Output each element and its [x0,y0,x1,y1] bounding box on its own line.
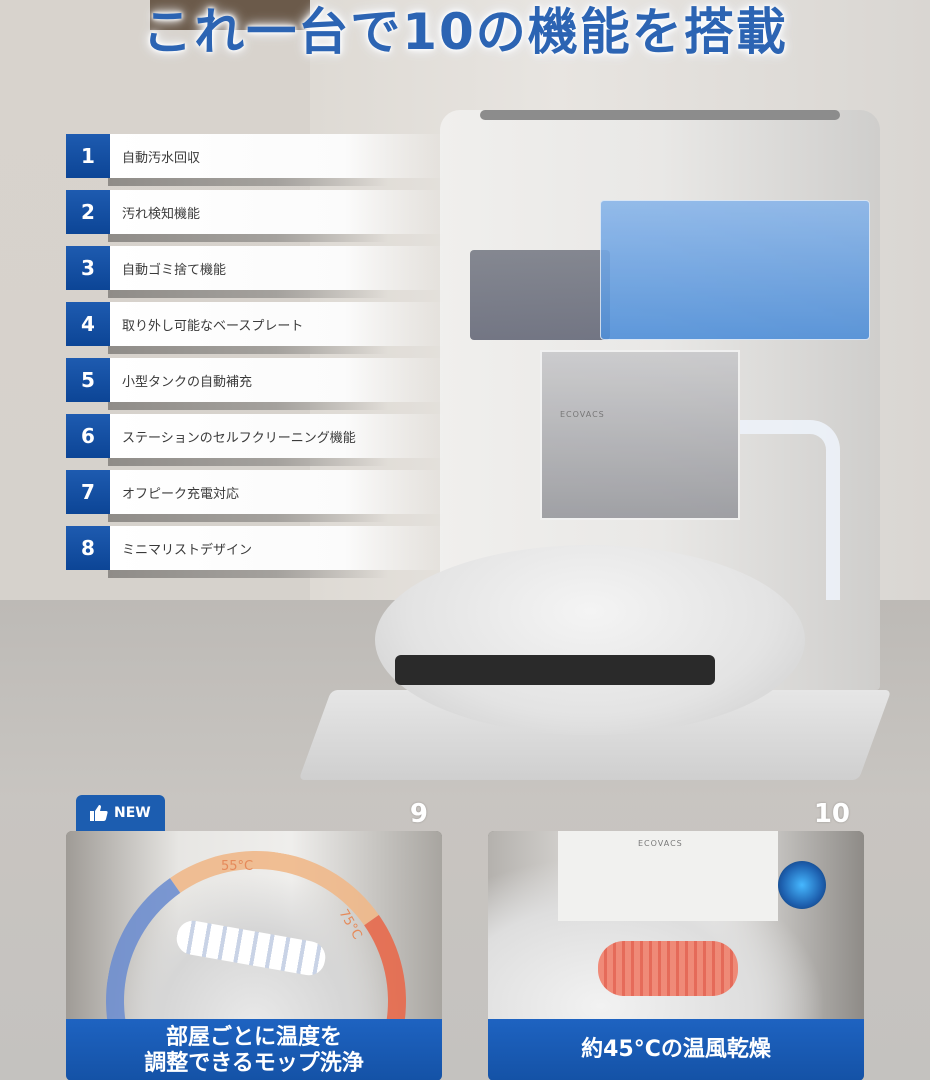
feature-item-3: 3 自動ゴミ捨て機能 [66,246,446,298]
thumbs-up-icon [90,805,108,821]
background-furniture [150,0,310,30]
feature-item-5: 5 小型タンクの自動補充 [66,358,446,410]
feature-item-2: 2 汚れ検知機能 [66,190,446,242]
feature-label: 自動ゴミ捨て機能 [110,246,446,290]
feature-item-4: 4 取り外し可能なベースプレート [66,302,446,354]
small-tank [540,350,740,520]
robot-bumper [395,655,715,685]
feature-item-6: 6 ステーションのセルフクリーニング機能 [66,414,446,466]
feature-number: 1 [66,134,110,178]
feature-label: 取り外し可能なベースプレート [110,302,446,346]
blower-fan-icon [778,861,826,909]
feature-item-7: 7 オフピーク充電対応 [66,470,446,522]
feature-label: 小型タンクの自動補充 [110,358,446,402]
feature-label: ミニマリストデザイン [110,526,446,570]
heated-mop-roller [598,941,738,996]
feature-label: 汚れ検知機能 [110,190,446,234]
card-caption: 約45°Cの温風乾燥 [488,1019,864,1080]
robot-vacuum [375,545,805,735]
card-number: 10 [813,799,850,829]
clean-water-tank [600,200,870,340]
brand-logo: ECOVACS [638,839,683,848]
feature-card-9: NEW 9 55°C 75°C 部屋ごとに温度を 調整できるモップ洗浄 [66,795,442,1080]
card-caption: 部屋ごとに温度を 調整できるモップ洗浄 [66,1019,442,1080]
card-image-panel: ECOVACS 約45°Cの温風乾燥 [488,831,864,1080]
feature-label: ステーションのセルフクリーニング機能 [110,414,446,458]
new-badge-label: NEW [114,805,151,821]
feature-number: 7 [66,470,110,514]
feature-number: 4 [66,302,110,346]
feature-item-1: 1 自動汚水回収 [66,134,446,186]
dirty-water-tank [470,250,610,340]
station-lid [480,110,840,120]
feature-number: 8 [66,526,110,570]
feature-number: 5 [66,358,110,402]
feature-card-10: 10 ECOVACS 約45°Cの温風乾燥 [488,795,864,1080]
page-headline: これ一台で10の機能を搭載 [142,3,788,61]
gauge-label-55: 55°C [221,859,254,874]
feature-number: 6 [66,414,110,458]
card-image-panel: 55°C 75°C 部屋ごとに温度を 調整できるモップ洗浄 [66,831,442,1080]
caption-line-2: 調整できるモップ洗浄 [144,1051,364,1076]
feature-number: 2 [66,190,110,234]
feature-item-8: 8 ミニマリストデザイン [66,526,446,578]
new-badge: NEW [76,795,165,831]
caption-line-1: 部屋ごとに温度を [165,1025,342,1050]
station-closeup [558,831,778,921]
feature-label: 自動汚水回収 [110,134,446,178]
card-number: 9 [409,799,428,829]
feature-label: オフピーク充電対応 [110,470,446,514]
caption-line-1: 約45°Cの温風乾燥 [581,1037,771,1062]
water-pipe [740,420,840,600]
feature-list: 1 自動汚水回収 2 汚れ検知機能 3 自動ゴミ捨て機能 4 取り外し可能なベー… [66,134,446,582]
feature-number: 3 [66,246,110,290]
brand-logo: ECOVACS [560,410,605,419]
